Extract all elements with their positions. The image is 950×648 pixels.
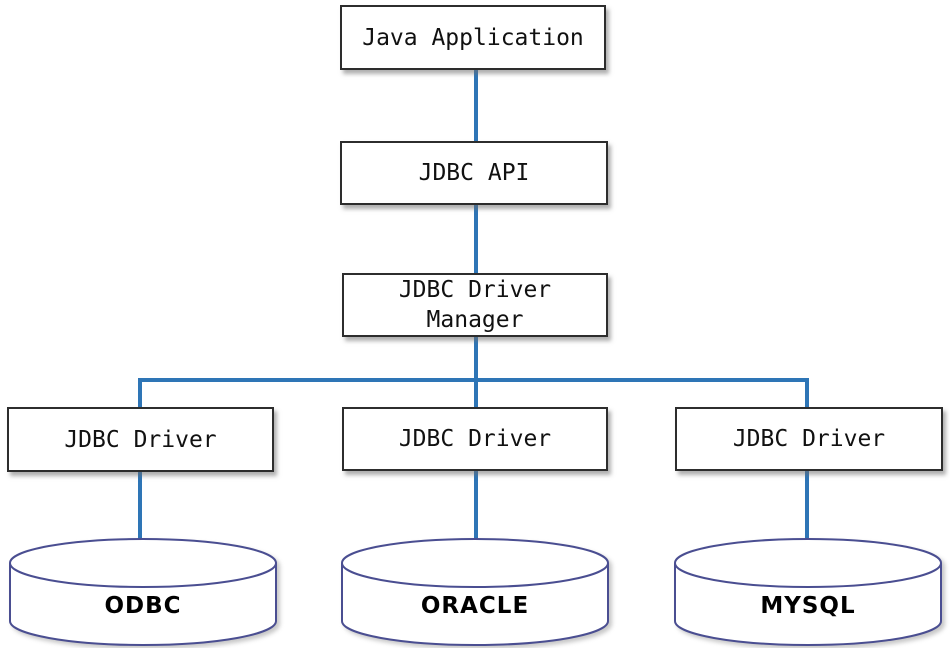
connector-java-to-api	[474, 70, 478, 142]
node-jdbc-api: JDBC API	[340, 141, 608, 205]
database-label-mysql: MYSQL	[760, 593, 856, 619]
connector-branch-horizontal	[138, 378, 809, 382]
node-label: JDBC Driver	[64, 426, 217, 453]
database-cylinder-icon	[9, 538, 277, 646]
database-node-odbc: ODBC	[8, 537, 278, 647]
node-jdbc-driver-right: JDBC Driver	[675, 407, 943, 471]
node-label: JDBC Driver	[398, 426, 552, 452]
node-java-application: Java Application	[340, 5, 606, 70]
database-label-oracle: ORACLE	[420, 593, 530, 619]
connector-branch-to-driver-left	[138, 378, 142, 407]
database-cylinder-icon	[674, 538, 942, 646]
connector-api-to-manager	[474, 205, 478, 274]
node-jdbc-driver-left: JDBC Driver	[7, 407, 274, 472]
connector-driver-right-to-mysql	[805, 471, 809, 547]
node-label: JDBC API	[418, 160, 530, 186]
database-node-mysql: MYSQL	[673, 537, 943, 647]
database-node-oracle: ORACLE	[340, 537, 610, 647]
node-label-line1: JDBC Driver	[398, 277, 552, 303]
node-label: Java Application	[362, 24, 584, 51]
database-label-odbc: ODBC	[104, 593, 182, 619]
connector-driver-left-to-odbc	[138, 471, 142, 547]
connector-manager-to-branch	[474, 337, 478, 407]
node-label-line2: Manager	[426, 307, 524, 333]
connector-driver-middle-to-oracle	[474, 471, 478, 547]
connector-branch-to-driver-right	[805, 378, 809, 407]
database-cylinder-icon	[341, 538, 609, 646]
node-jdbc-driver-middle: JDBC Driver	[342, 407, 608, 471]
node-jdbc-driver-manager: JDBC Driver Manager	[342, 273, 608, 337]
node-label: JDBC Driver	[732, 426, 886, 452]
